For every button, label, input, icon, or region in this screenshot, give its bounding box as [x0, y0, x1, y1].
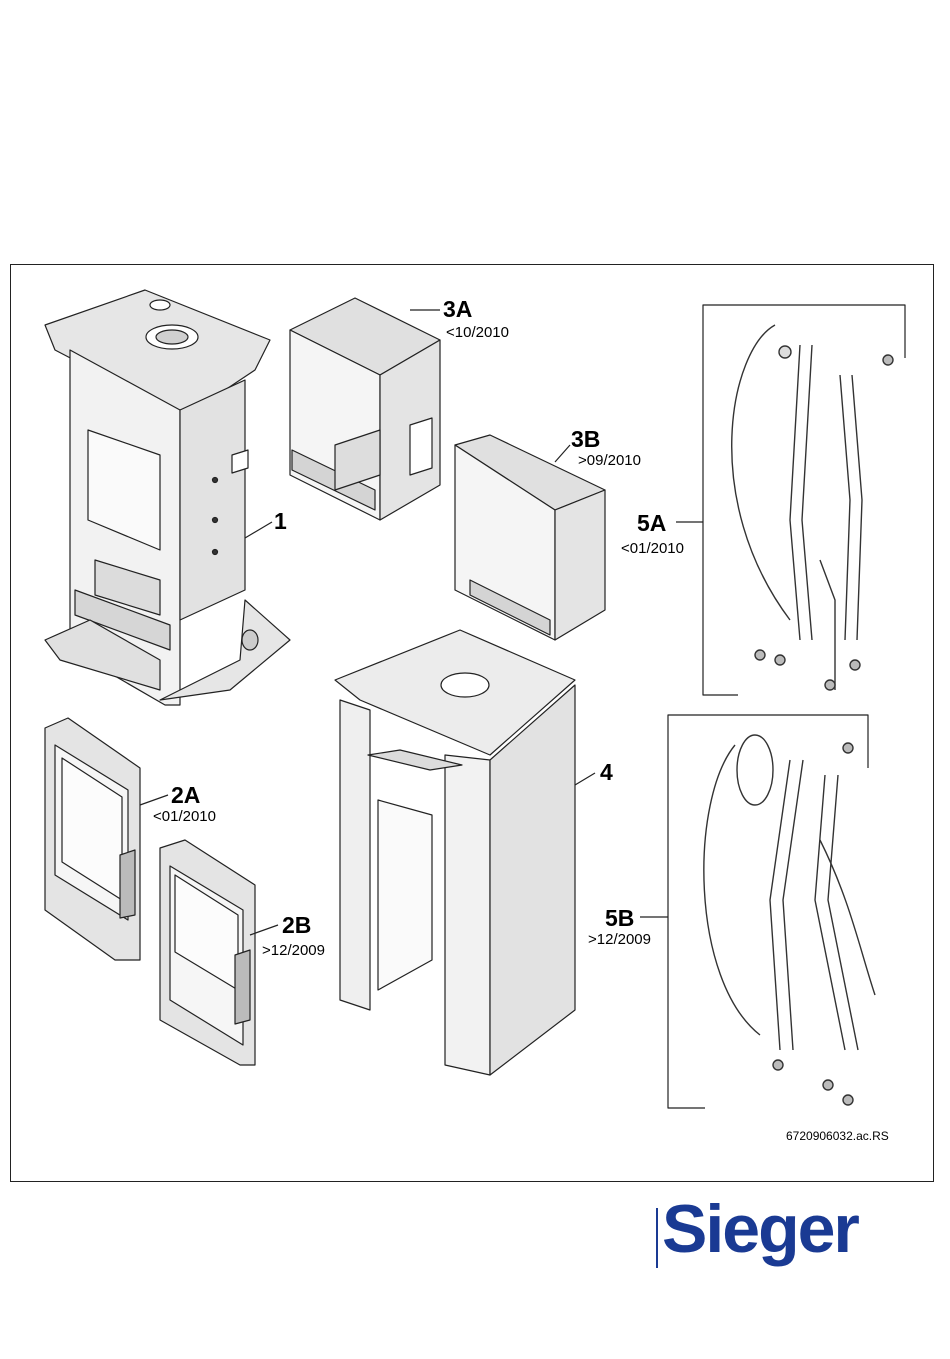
stove-body-frame — [45, 290, 290, 705]
drawing-code: 6720906032.ac.RS — [786, 1129, 889, 1143]
part-4-number: 4 — [600, 759, 613, 786]
part-5a-number: 5A — [637, 510, 666, 537]
group-brackets — [668, 305, 905, 1108]
firebox-lining-3a — [290, 298, 440, 520]
part-2b-number: 2B — [282, 912, 311, 939]
piping-5a — [732, 325, 893, 690]
sieger-logo: Sieger — [656, 1204, 906, 1268]
door-2b — [160, 840, 255, 1065]
part-2a-number: 2A — [171, 782, 200, 809]
part-3b-date: >09/2010 — [578, 452, 641, 469]
part-2a-date: <01/2010 — [153, 808, 216, 825]
part-3b-number: 3B — [571, 426, 600, 453]
piping-5b — [704, 735, 875, 1105]
door-2a — [45, 718, 140, 960]
logo-bar — [656, 1208, 658, 1268]
part-5a-date: <01/2010 — [621, 540, 684, 557]
part-2b-date: >12/2009 — [262, 942, 325, 959]
part-5b-date: >12/2009 — [588, 931, 651, 948]
part-3a-date: <10/2010 — [446, 324, 509, 341]
part-1-number: 1 — [274, 508, 287, 535]
part-5b-number: 5B — [605, 905, 634, 932]
logo-text: Sieger — [662, 1190, 858, 1268]
part-3a-number: 3A — [443, 296, 472, 323]
outer-casing-4 — [335, 630, 575, 1075]
